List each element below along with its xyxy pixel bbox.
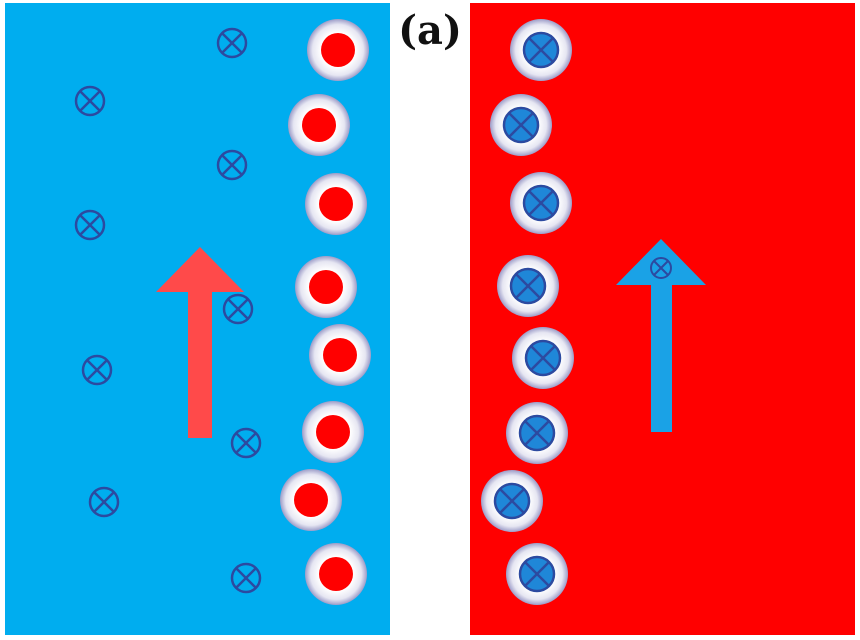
filled-circle-icon bbox=[294, 483, 328, 517]
circle-cross-icon bbox=[216, 149, 248, 181]
circle-cross-icon bbox=[81, 354, 113, 386]
left-into-page-symbols bbox=[74, 27, 262, 594]
circle-cross-icon bbox=[518, 555, 556, 593]
circle-cross-icon bbox=[222, 293, 254, 325]
left-haloed-red-discs bbox=[280, 19, 371, 605]
up-arrow-icon bbox=[156, 247, 244, 438]
circle-cross-icon bbox=[88, 486, 120, 518]
circle-cross-icon bbox=[650, 257, 672, 279]
circle-cross-icon bbox=[230, 427, 262, 459]
filled-circle-icon bbox=[309, 270, 343, 304]
right-panel bbox=[470, 3, 855, 635]
circle-cross-icon bbox=[518, 414, 556, 452]
circle-cross-icon bbox=[493, 482, 531, 520]
filled-circle-icon bbox=[319, 187, 353, 221]
left-panel bbox=[5, 3, 390, 635]
circle-cross-icon bbox=[502, 106, 540, 144]
circle-cross-icon bbox=[509, 267, 547, 305]
circle-cross-icon bbox=[524, 339, 562, 377]
filled-circle-icon bbox=[316, 415, 350, 449]
filled-circle-icon bbox=[321, 33, 355, 67]
circle-cross-icon bbox=[74, 209, 106, 241]
circle-cross-icon bbox=[74, 85, 106, 117]
filled-circle-icon bbox=[302, 108, 336, 142]
circle-cross-icon bbox=[230, 562, 262, 594]
right-haloed-into-page-symbols bbox=[481, 19, 574, 605]
circle-cross-icon bbox=[522, 184, 560, 222]
filled-circle-icon bbox=[323, 338, 357, 372]
panel-label: (a) bbox=[398, 7, 462, 54]
circle-cross-icon bbox=[216, 27, 248, 59]
up-arrow-icon bbox=[616, 239, 706, 432]
filled-circle-icon bbox=[319, 557, 353, 591]
circle-cross-icon bbox=[522, 31, 560, 69]
